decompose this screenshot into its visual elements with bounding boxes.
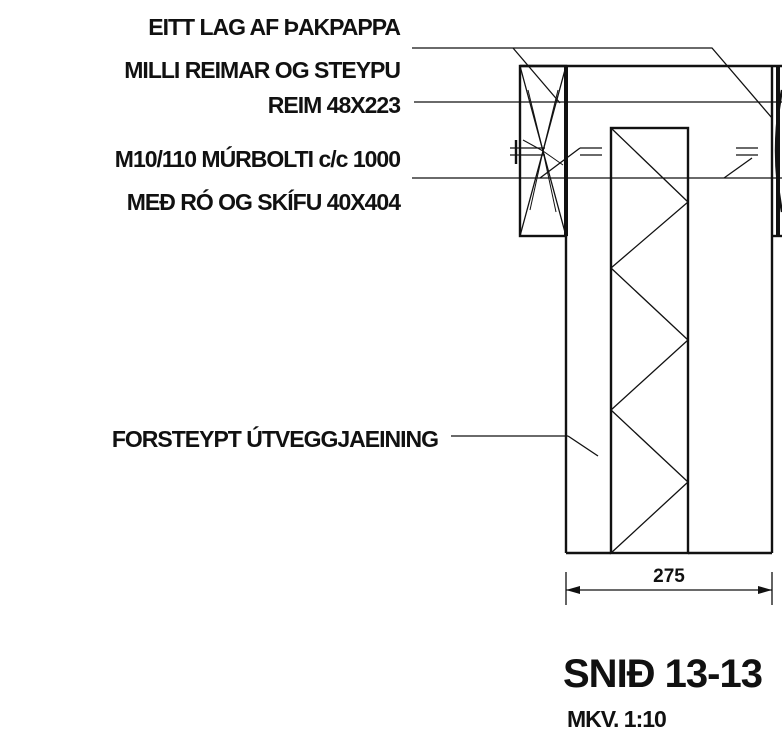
label-precast-wall: FORSTEYPT ÚTVEGGJAEINING bbox=[112, 425, 438, 452]
insulation-core bbox=[609, 126, 690, 555]
left-batten bbox=[518, 64, 568, 238]
scale-label: MKV. 1:10 bbox=[567, 706, 666, 732]
label-tar-paper-line2: MILLI REIMAR OG STEYPU bbox=[124, 57, 400, 83]
section-title: SNIÐ 13-13 bbox=[563, 652, 762, 696]
label-bolt-line2: MEÐ RÓ OG SKÍFU 40X404 bbox=[127, 188, 401, 215]
label-batten: REIM 48X223 bbox=[268, 92, 400, 118]
dimension-line bbox=[565, 572, 773, 605]
leader-lines bbox=[412, 47, 782, 457]
label-tar-paper-line1: EITT LAG AF ÞAKPAPPA bbox=[148, 14, 400, 40]
dimension-value: 275 bbox=[653, 566, 685, 587]
precast-wall bbox=[564, 236, 774, 555]
anchor-bolt bbox=[510, 140, 758, 164]
label-bolt-line1: M10/110 MÚRBOLTI c/c 1000 bbox=[115, 145, 400, 172]
